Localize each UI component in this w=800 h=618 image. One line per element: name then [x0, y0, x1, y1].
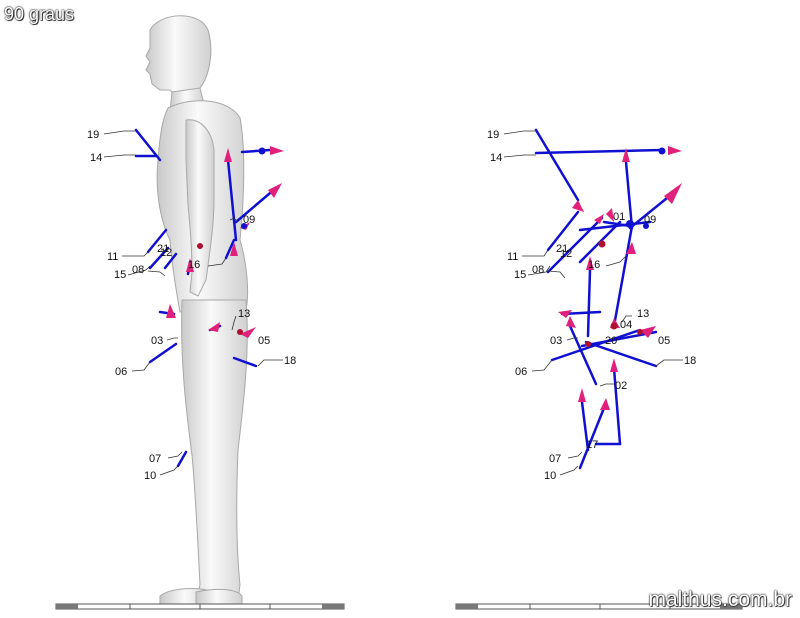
angle-label: 90 graus — [4, 4, 75, 24]
left-view-arrows — [166, 146, 284, 338]
marker-label: 14 — [490, 152, 502, 164]
left-view-joints — [197, 147, 266, 335]
marker-label: 09 — [644, 214, 656, 226]
watermark: malthus.com.br — [648, 588, 792, 611]
leader-lines — [103, 130, 683, 476]
marker-label: 15 — [114, 269, 126, 281]
marker-label: 20 — [605, 335, 617, 347]
marker-label: 11 — [507, 251, 518, 263]
left-view-segments — [134, 128, 278, 468]
marker-label: 07 — [149, 453, 161, 465]
marker-label: 02 — [615, 380, 627, 392]
marker-label: 14 — [90, 152, 102, 164]
ground-ruler-left — [55, 603, 345, 610]
marker-label: 21 — [556, 243, 568, 255]
marker-label: 13 — [637, 308, 649, 320]
marker-label: 08 — [132, 264, 144, 276]
marker-label: 05 — [258, 335, 270, 347]
marker-label: 10 — [544, 470, 556, 482]
marker-label: 11 — [107, 251, 118, 263]
marker-label: 18 — [284, 355, 296, 367]
marker-label: 06 — [515, 366, 527, 378]
human-figure — [145, 15, 249, 607]
marker-label: 19 — [487, 129, 499, 141]
marker-label: 12 — [560, 248, 572, 260]
right-view-labels: 19 14 01 09 11 21 12 15 08 16 13 04 03 2… — [487, 129, 696, 482]
marker-label: 16 — [188, 259, 200, 271]
marker-label: 01 — [613, 211, 625, 223]
marker-label: 09 — [243, 214, 255, 226]
left-view-labels: 19 14 11 21 12 15 08 16 09 13 03 05 06 1… — [87, 129, 296, 482]
marker-label: 06 — [115, 366, 127, 378]
marker-label: 15 — [514, 269, 526, 281]
marker-label: 03 — [151, 335, 163, 347]
marker-label: 03 — [550, 335, 562, 347]
marker-label: 07 — [549, 453, 561, 465]
marker-label: 16 — [588, 259, 600, 271]
marker-label: 10 — [144, 470, 156, 482]
marker-label: 04 — [620, 319, 632, 331]
marker-label: 21 — [157, 243, 169, 255]
right-view-segments — [534, 128, 674, 470]
marker-label: 08 — [532, 264, 544, 276]
marker-label: 18 — [684, 355, 696, 367]
marker-label: 13 — [238, 308, 250, 320]
marker-label: 12 — [160, 247, 172, 259]
marker-label: 19 — [87, 129, 99, 141]
ground-ruler-right — [455, 603, 743, 610]
marker-label: 05 — [658, 335, 670, 347]
right-view-arrows — [558, 146, 682, 410]
marker-label: 17 — [586, 439, 598, 451]
right-view-joints — [585, 147, 666, 347]
